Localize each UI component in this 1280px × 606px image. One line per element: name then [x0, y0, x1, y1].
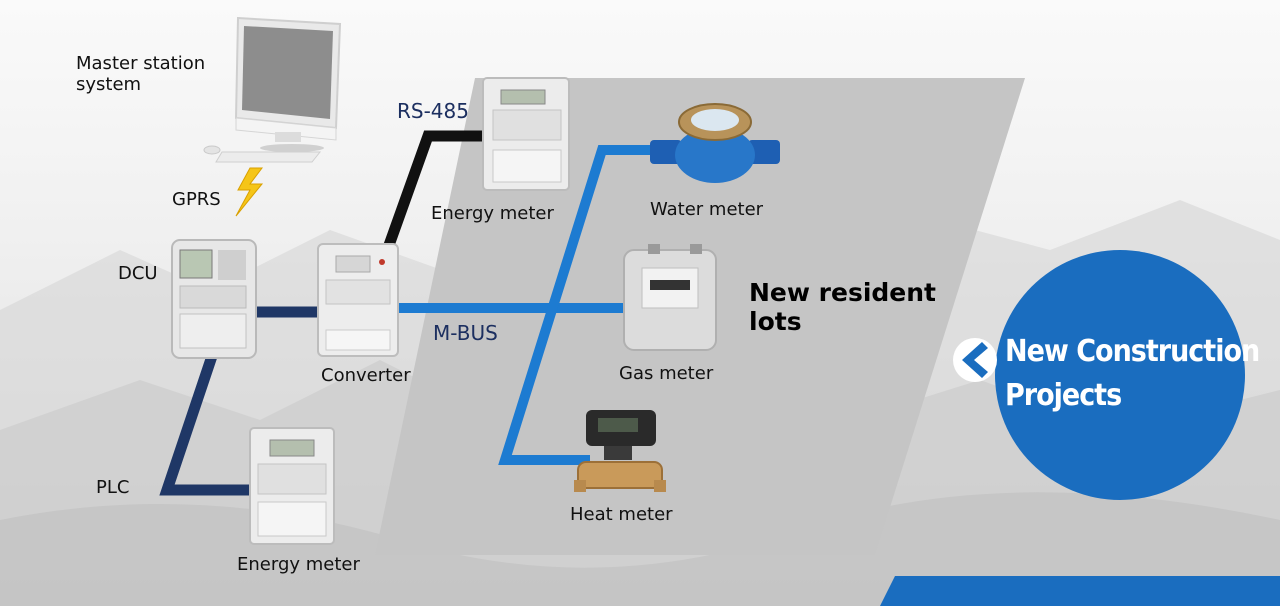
gas-meter-device: [623, 244, 717, 351]
gas-meter-label: Gas meter: [619, 363, 714, 384]
badge-line-1: New Construction: [1005, 334, 1260, 369]
master-station-label: Master station system: [76, 53, 206, 95]
plc-label: PLC: [96, 477, 130, 498]
badge-title: New Construction Projects: [1005, 330, 1260, 417]
corner-strip: [880, 576, 1280, 606]
rs485-line: [380, 130, 494, 256]
water-meter-device: [650, 103, 780, 183]
converter-device: [317, 243, 399, 357]
heat-meter-device: [574, 410, 666, 492]
dcu-device: [171, 239, 257, 359]
dcu-label: DCU: [118, 263, 158, 284]
mbus-label: M-BUS: [433, 321, 498, 345]
chevron-left-icon: [953, 338, 997, 382]
water-meter-label: Water meter: [650, 199, 764, 220]
gprs-label: GPRS: [172, 189, 221, 210]
heat-meter-label: Heat meter: [570, 504, 673, 525]
badge-line-2: Projects: [1005, 377, 1122, 413]
badge-circle: [995, 250, 1245, 500]
rs485-label: RS-485: [397, 99, 469, 123]
desktop-computer-icon: [203, 16, 342, 163]
energy-meter-bottom-label: Energy meter: [237, 554, 360, 575]
energy-meter-top-device: [482, 77, 570, 191]
lightning-bolt-icon: [235, 167, 264, 217]
converter-label: Converter: [321, 365, 411, 386]
energy-meter-top-label: Energy meter: [431, 203, 554, 224]
resident-lots-label: New resident lots: [749, 278, 937, 336]
energy-meter-bottom-device: [249, 427, 335, 545]
mbus-water-branch: [498, 145, 659, 465]
plc-line: [159, 355, 261, 496]
